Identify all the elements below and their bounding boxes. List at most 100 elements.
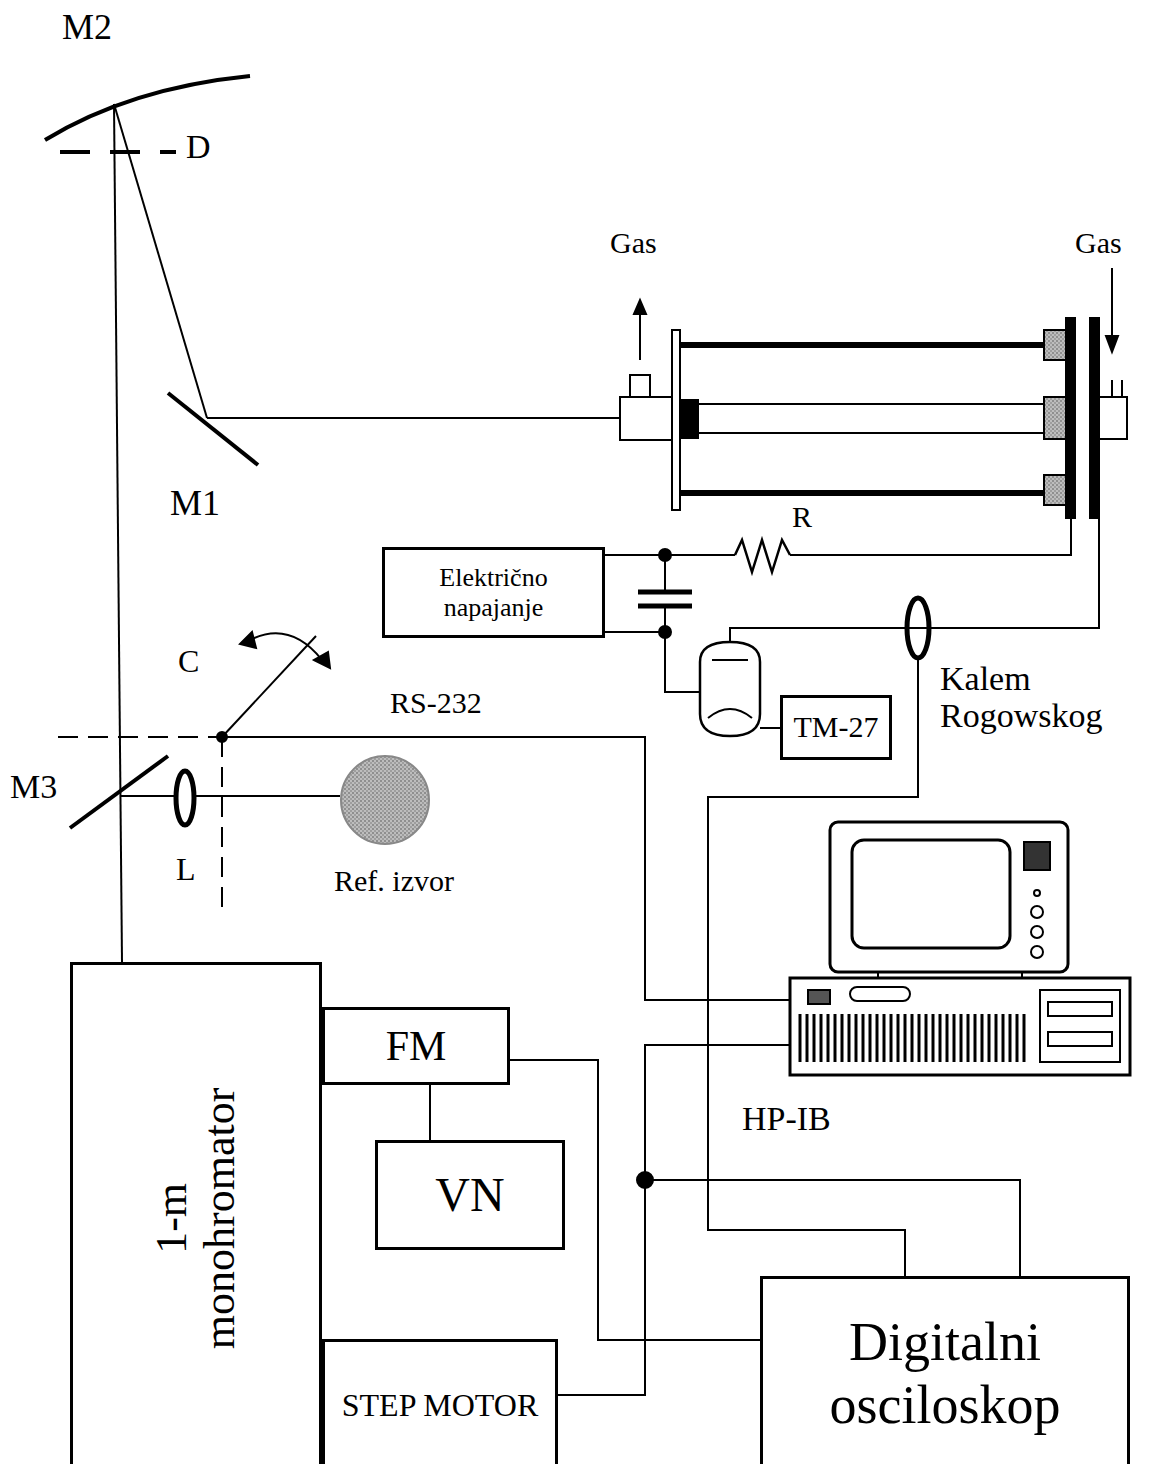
monitor-logo	[1024, 842, 1050, 870]
trigger-box: TM-27	[780, 695, 892, 760]
thyratron-grid	[712, 659, 748, 661]
chopper	[222, 636, 316, 737]
beam	[207, 417, 620, 419]
photomultiplier-box: FM	[322, 1007, 510, 1085]
high-voltage-box: VN	[375, 1140, 565, 1250]
monochromator-box: 1-m monohromator	[70, 962, 322, 1464]
vent-slot	[904, 1014, 907, 1062]
vent-slot	[974, 1014, 977, 1062]
wire	[605, 631, 665, 633]
tube-rod	[680, 490, 1048, 496]
capacitor-plate	[638, 590, 692, 595]
box-text: Digitalni osciloskop	[771, 1311, 1119, 1435]
resistor-symbol	[735, 540, 790, 572]
beam	[114, 104, 122, 962]
drive-bay	[1040, 990, 1120, 1062]
mirror-m1	[168, 393, 258, 465]
gas-label: Gas	[1075, 226, 1122, 259]
monitor-knob	[1034, 890, 1040, 896]
vent-slot	[848, 1014, 851, 1062]
tube-wall	[698, 432, 1048, 434]
vent-slot	[827, 1014, 830, 1062]
box-text: VN	[435, 1167, 504, 1222]
vent-slot	[981, 1014, 984, 1062]
wire	[790, 518, 1071, 555]
vent-slot	[939, 1014, 942, 1062]
lens	[176, 771, 194, 825]
thyratron-symbol	[700, 642, 760, 736]
coil-label: Kalem Rogowskog	[940, 660, 1145, 735]
vent-slot	[918, 1014, 921, 1062]
drive-slot	[1048, 1032, 1112, 1046]
vent-slot	[813, 1014, 816, 1062]
case-slot	[850, 987, 910, 1001]
gas-outlet	[630, 375, 650, 397]
mirror-m2	[45, 76, 250, 140]
chopper-label: C	[178, 644, 199, 679]
vent-slot	[820, 1014, 823, 1062]
step-motor-box: STEP MOTOR	[322, 1339, 558, 1464]
dashed-beam	[221, 737, 223, 912]
lens-label: L	[176, 852, 196, 887]
drive-slot	[1048, 1002, 1112, 1016]
vent-slot	[869, 1014, 872, 1062]
mirror-m3	[70, 756, 168, 828]
cable-label: RS-232	[390, 686, 482, 719]
vent-slot	[946, 1014, 949, 1062]
vent-slot	[890, 1014, 893, 1062]
arrow-head	[634, 300, 646, 314]
vent-slot	[876, 1014, 879, 1062]
vent-slot	[953, 1014, 956, 1062]
monitor-knob	[1031, 926, 1043, 938]
wire	[665, 632, 700, 692]
resistor-label: R	[792, 500, 812, 533]
dashed-beam	[58, 736, 222, 738]
gas-arrow	[639, 310, 641, 360]
oscilloscope-box: Digitalni osciloskop	[760, 1276, 1130, 1464]
junction-dot	[659, 549, 671, 561]
rogowski-coil	[907, 598, 929, 658]
gas-label: Gas	[610, 226, 657, 259]
monitor-knob	[1031, 946, 1043, 958]
monitor	[830, 822, 1068, 972]
vent-slot	[911, 1014, 914, 1062]
case-vents	[800, 1014, 1024, 1062]
gas-arrow	[1111, 268, 1113, 340]
gas-pipe	[1121, 380, 1123, 397]
vent-slot	[932, 1014, 935, 1062]
case-logo	[808, 990, 830, 1004]
signal-wire	[430, 1085, 431, 1140]
mirror-label: M3	[10, 768, 57, 805]
vent-slot	[897, 1014, 900, 1062]
vent-slot	[883, 1014, 886, 1062]
vent-slot	[799, 1014, 802, 1062]
vent-slot	[967, 1014, 970, 1062]
diaphragm-label: D	[186, 128, 211, 165]
tube-rod	[680, 342, 1048, 348]
tube-electrode	[680, 400, 698, 438]
electrode-bar	[1066, 318, 1075, 518]
box-text: TM-27	[794, 710, 879, 745]
wire-line	[429, 1085, 431, 1140]
wire	[760, 727, 780, 729]
tube-cap	[620, 397, 672, 440]
thyratron-cathode	[708, 709, 752, 718]
monitor-screen	[852, 840, 1010, 948]
mirror-label: M1	[170, 484, 220, 524]
vent-slot	[1009, 1014, 1012, 1062]
junction-dot	[659, 626, 671, 638]
vent-slot	[995, 1014, 998, 1062]
vent-slot	[1016, 1014, 1019, 1062]
gas-pipe	[1111, 380, 1113, 397]
gas-inlet	[1099, 397, 1127, 439]
electrode-bar	[1090, 318, 1099, 518]
tube-flange	[672, 330, 680, 510]
vent-slot	[1023, 1014, 1026, 1062]
box-text: STEP MOTOR	[342, 1387, 538, 1424]
power-supply-box: Električno napajanje	[382, 547, 605, 638]
mirror-label: M2	[62, 8, 112, 48]
computer-case	[790, 978, 1130, 1075]
vent-slot	[960, 1014, 963, 1062]
beam	[120, 795, 340, 797]
